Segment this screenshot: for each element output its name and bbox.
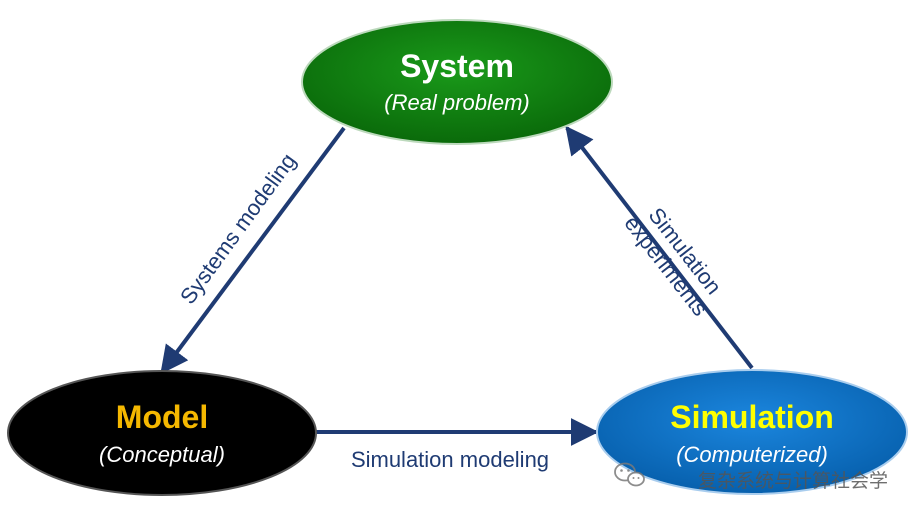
system-node: System (Real problem)	[301, 19, 613, 145]
systems-modeling-arrow	[160, 126, 346, 375]
system-title: System	[400, 48, 514, 84]
model-node: Model (Conceptual)	[7, 370, 317, 496]
simulation-subtitle: (Computerized)	[676, 442, 828, 467]
simulation-node: Simulation (Computerized)	[596, 369, 908, 495]
watermark: 复杂系统与计算社会学	[614, 462, 888, 492]
model-ellipse	[7, 370, 317, 496]
arrows	[160, 125, 754, 446]
simulation-experiments-label: Simulation experiments	[619, 203, 726, 321]
systems-modeling-label: Systems modeling	[175, 149, 301, 309]
system-subtitle: (Real problem)	[384, 90, 530, 115]
simulation-experiments-arrow	[565, 125, 754, 370]
system-ellipse	[301, 19, 613, 145]
simulation-modeling-label: Simulation modeling	[351, 447, 549, 472]
model-title: Model	[116, 399, 208, 435]
wechat-icon	[614, 462, 645, 487]
model-subtitle: (Conceptual)	[99, 442, 225, 467]
watermark-text: 复杂系统与计算社会学	[698, 470, 888, 492]
simulation-ellipse	[596, 369, 908, 495]
simulation-title: Simulation	[670, 399, 834, 435]
